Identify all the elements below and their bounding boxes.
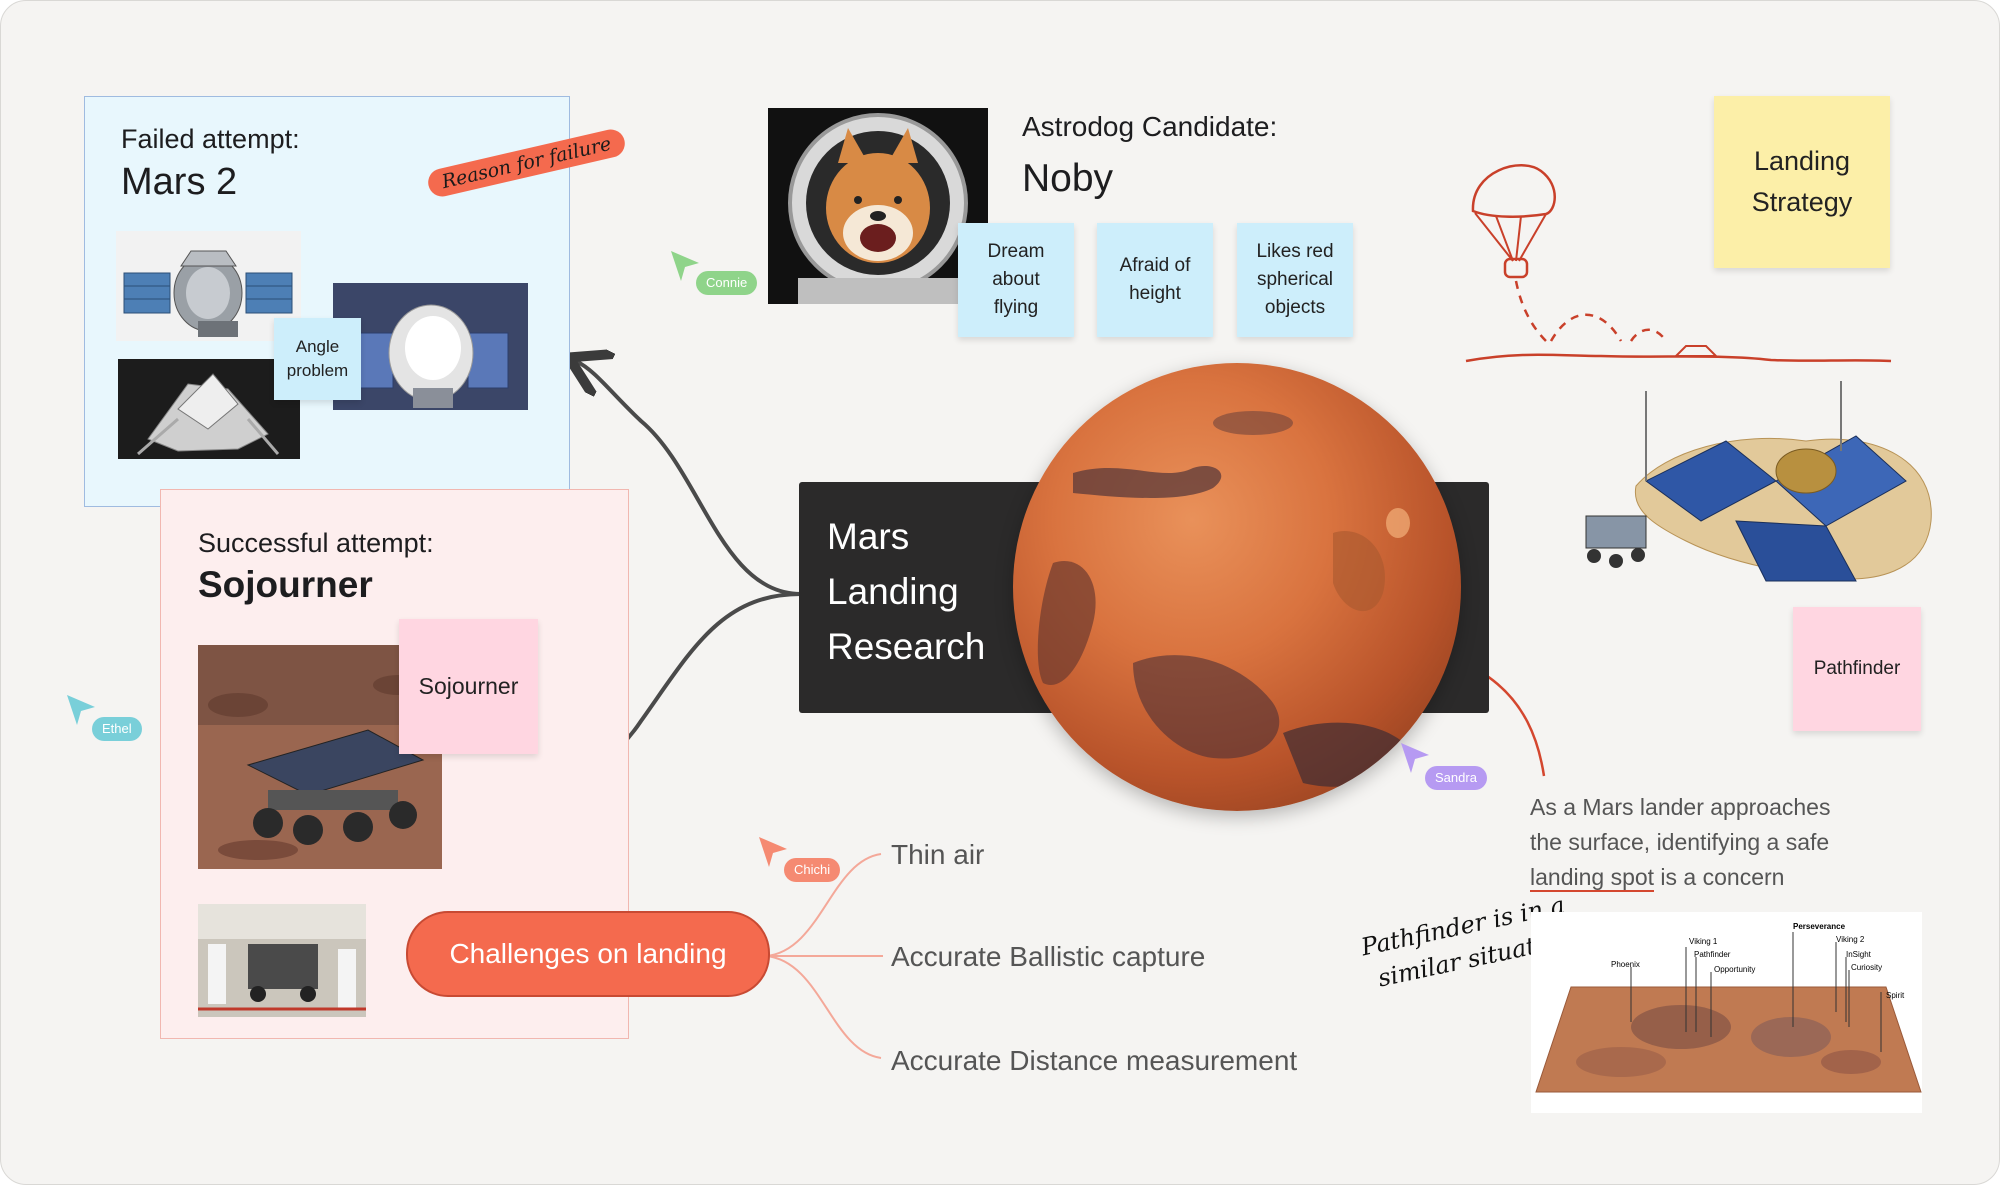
pathfinder-sticky-text: Pathfinder bbox=[1813, 658, 1901, 679]
parachute-sketch bbox=[1465, 164, 1892, 363]
challenges-on-landing-node[interactable]: Challenges on landing bbox=[406, 911, 770, 997]
branch-thin-air[interactable]: Thin air bbox=[891, 839, 985, 870]
mars2-probe-photo-3[interactable] bbox=[333, 283, 528, 410]
cursor-ethel-tag: Ethel bbox=[92, 717, 142, 741]
center-title-line-2: Landing bbox=[827, 571, 959, 612]
pathfinder-lander-image[interactable] bbox=[1576, 371, 1941, 611]
failed-attempt-label: Failed attempt: bbox=[121, 124, 300, 154]
cursor-connie-pointer bbox=[671, 251, 699, 281]
map-label-viking2: Viking 2 bbox=[1836, 935, 1865, 944]
challenges-label: Challenges on landing bbox=[449, 938, 727, 969]
sojourner-sticky-text: Sojourner bbox=[418, 673, 519, 699]
sticky-dream-about-flying[interactable]: Dream about flying bbox=[958, 223, 1074, 337]
afraid-of-height-text: Afraid of height bbox=[1119, 255, 1191, 304]
branch-line-3 bbox=[765, 955, 882, 1059]
successful-attempt-label: Successful attempt: bbox=[198, 528, 434, 558]
failed-attempt-title: Mars 2 bbox=[121, 161, 238, 203]
cursor-sandra-tag: Sandra bbox=[1425, 766, 1487, 790]
sticky-afraid-of-height[interactable]: Afraid of height bbox=[1097, 223, 1213, 337]
mars2-probe-photo-1[interactable] bbox=[116, 231, 301, 341]
astrodog-label: Astrodog Candidate: bbox=[1022, 111, 1278, 142]
cursor-chichi-tag: Chichi bbox=[784, 858, 841, 882]
lander-note-line-2: the surface, identifying a safe bbox=[1530, 829, 1830, 855]
cursor-connie-tag: Connie bbox=[696, 271, 758, 295]
map-label-viking1: Viking 1 bbox=[1689, 937, 1718, 946]
sojourner-lab-photo[interactable] bbox=[198, 904, 366, 1017]
cursor-chichi-pointer bbox=[759, 837, 787, 867]
branch-ballistic-capture[interactable]: Accurate Ballistic capture bbox=[891, 941, 1206, 972]
landing-spot-underlined: landing spot bbox=[1530, 864, 1655, 892]
likes-red-objects-text: Likes red spherical objects bbox=[1256, 241, 1334, 318]
lander-note-line-3-rest: is a concern bbox=[1654, 864, 1785, 890]
lander-note-line-1: As a Mars lander approaches bbox=[1530, 794, 1831, 820]
dream-about-flying-text: Dream about flying bbox=[987, 241, 1045, 318]
map-label-insight: InSight bbox=[1846, 950, 1872, 959]
cursor-sandra-pointer bbox=[1401, 743, 1429, 773]
map-label-opportunity: Opportunity bbox=[1714, 965, 1755, 974]
lander-note-text: As a Mars lander approaches the surface,… bbox=[1530, 790, 1830, 895]
angle-problem-sticky[interactable]: Angle problem bbox=[274, 318, 361, 400]
mars2-probe-photo-2[interactable] bbox=[118, 359, 300, 459]
astrodog-name: Noby bbox=[1022, 157, 1114, 200]
cursor-ethel-pointer bbox=[67, 695, 95, 725]
center-topic-title: Mars Landing Research bbox=[827, 509, 985, 674]
map-label-perseverance: Perseverance bbox=[1793, 922, 1846, 931]
map-label-curiosity: Curiosity bbox=[1851, 963, 1882, 972]
pathfinder-sticky[interactable]: Pathfinder bbox=[1793, 607, 1921, 731]
center-title-line-1: Mars bbox=[827, 516, 910, 557]
astrodog-photo[interactable] bbox=[768, 108, 988, 304]
successful-attempt-title: Sojourner bbox=[198, 564, 373, 605]
landing-strategy-text: Landing Strategy bbox=[1751, 146, 1853, 217]
landing-strategy-sticky[interactable]: Landing Strategy bbox=[1714, 96, 1890, 268]
sticky-likes-red-objects[interactable]: Likes red spherical objects bbox=[1237, 223, 1353, 337]
sojourner-sticky[interactable]: Sojourner bbox=[399, 619, 538, 754]
branch-line-1 bbox=[765, 853, 882, 957]
lander-note-line-3: landing spot is a concern bbox=[1530, 860, 1830, 895]
angle-problem-text: Angle problem bbox=[286, 337, 349, 380]
map-label-phoenix: Phoenix bbox=[1611, 960, 1640, 969]
mars-planet-image[interactable] bbox=[1013, 363, 1461, 811]
branch-distance-measurement[interactable]: Accurate Distance measurement bbox=[891, 1045, 1298, 1076]
map-label-pathfinder: Pathfinder bbox=[1694, 950, 1731, 959]
center-title-line-3: Research bbox=[827, 626, 986, 667]
connector-to-failed bbox=[576, 361, 802, 596]
mars-landing-sites-map[interactable]: Viking 1 Pathfinder Opportunity Phoenix … bbox=[1531, 912, 1922, 1113]
map-label-spirit: Spirit bbox=[1886, 991, 1905, 1000]
